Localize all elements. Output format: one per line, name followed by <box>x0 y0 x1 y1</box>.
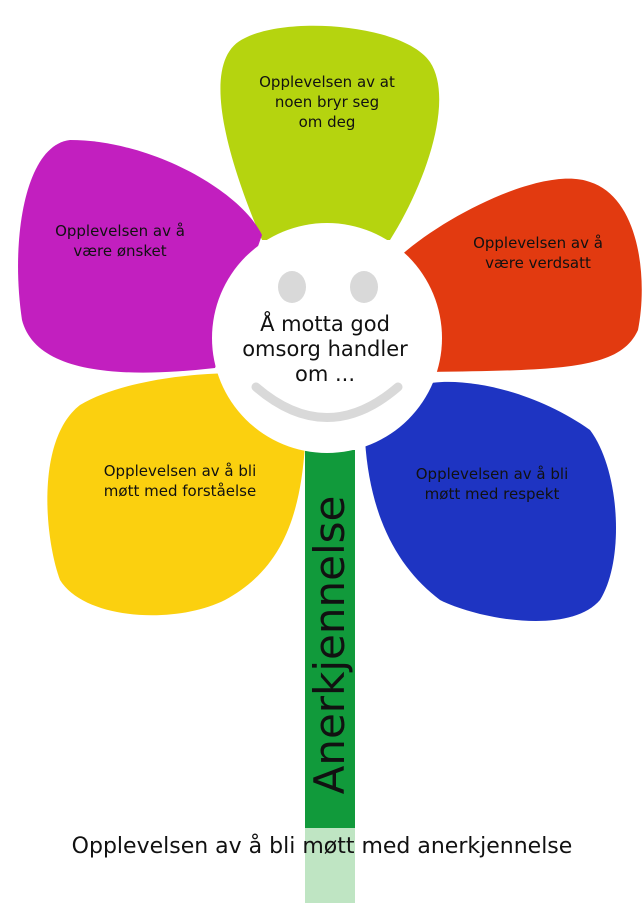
stem-light <box>305 828 355 903</box>
center-label: Å motta god omsorg handler om ... <box>242 312 408 386</box>
smiley-right-eye <box>350 271 378 303</box>
smiley-left-eye <box>278 271 306 303</box>
petal-right-red <box>398 178 642 372</box>
petal-left-purple <box>18 140 263 373</box>
smiley-mouth <box>251 382 403 422</box>
bottom-caption: Opplevelsen av å bli møtt med anerkjenne… <box>71 834 573 859</box>
petal-lower-left-label: Opplevelsen av å bli møtt med forståelse <box>103 462 257 500</box>
petal-lower-left-yellow <box>47 373 305 616</box>
petal-top-label: Opplevelsen av at noen bryr seg om deg <box>259 73 395 131</box>
petal-top-green <box>220 25 440 241</box>
stem <box>305 450 355 828</box>
petal-lower-right-label: Opplevelsen av å bli møtt med respekt <box>415 465 569 503</box>
petal-right-label: Opplevelsen av å være verdsatt <box>473 234 603 272</box>
stem-label: Anerkjennelse <box>305 495 354 795</box>
petal-left-label: Opplevelsen av å være ønsket <box>55 222 185 260</box>
petal-lower-right-blue <box>365 381 617 621</box>
